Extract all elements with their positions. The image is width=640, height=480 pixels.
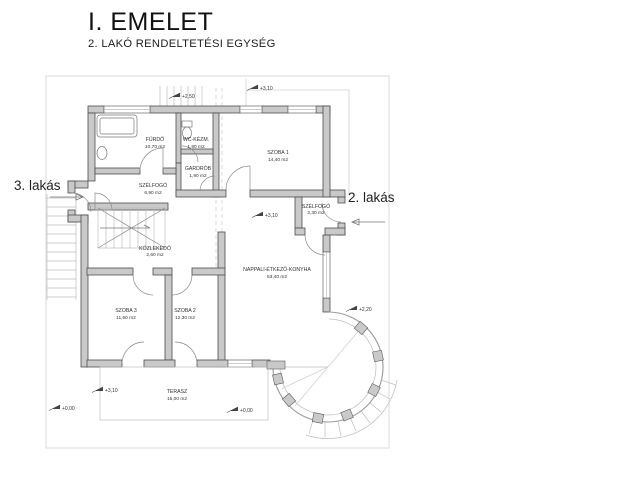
sink-icon xyxy=(96,146,108,160)
svg-text:10,70 m2: 10,70 m2 xyxy=(145,144,165,150)
room-labels: FÜRDŐ 10,70 m2 WC-KÉZM. 1,90 m2 GARDRÓB … xyxy=(115,136,330,402)
room-label-furdo: FÜRDŐ 10,70 m2 xyxy=(145,136,165,150)
room-label-szelfogo-1: SZÉLFOGÓ 6,90 m2 xyxy=(139,182,167,196)
svg-text:SZOBA 2: SZOBA 2 xyxy=(174,308,196,314)
doors xyxy=(71,145,342,365)
room-label-szelfogo-2: SZÉLFOGÓ 2,30 m2 xyxy=(302,203,330,216)
room-label-kozlekedo: KÖZLEKEDŐ 2,60 m2 xyxy=(139,245,171,258)
level-marker-icon: +2,20 xyxy=(345,305,372,313)
svg-text:KÖZLEKEDŐ: KÖZLEKEDŐ xyxy=(139,245,171,252)
svg-text:53,40 m2: 53,40 m2 xyxy=(267,274,287,280)
svg-text:15,00 m2: 15,00 m2 xyxy=(167,396,187,402)
svg-text:1,90 m2: 1,90 m2 xyxy=(189,173,207,179)
svg-text:+3,10: +3,10 xyxy=(265,213,278,219)
svg-text:GARDRÓB: GARDRÓB xyxy=(185,165,212,172)
entry-arrow-right-icon xyxy=(350,218,360,226)
svg-text:+0,00: +0,00 xyxy=(240,408,253,414)
page-subtitle: 2. LAKÓ RENDELTETÉSI EGYSÉG xyxy=(88,37,276,50)
level-marker-icon: +3,10 xyxy=(246,84,273,92)
page-title: I. EMELET xyxy=(88,8,213,36)
svg-text:SZOBA 1: SZOBA 1 xyxy=(267,150,289,156)
svg-text:2,30 m2: 2,30 m2 xyxy=(307,210,325,216)
svg-text:NAPPALI-ÉTKEZŐ-KONYHA: NAPPALI-ÉTKEZŐ-KONYHA xyxy=(243,266,311,273)
level-marker-icon: +2,50 xyxy=(168,92,195,100)
entrance-arrows xyxy=(50,193,385,226)
svg-text:SZOBA 3: SZOBA 3 xyxy=(115,308,137,314)
toilet-icon xyxy=(181,120,193,128)
fixtures xyxy=(94,114,193,211)
dimension-ticks xyxy=(159,86,203,106)
unit-label-3-lakas: 3. lakás xyxy=(14,178,61,193)
svg-text:+0,00: +0,00 xyxy=(62,406,75,412)
closet-icon xyxy=(94,192,113,211)
svg-text:14,40 m2: 14,40 m2 xyxy=(268,157,288,163)
unit-label-2-lakas: 2. lakás xyxy=(348,190,395,205)
svg-text:+2,50: +2,50 xyxy=(182,94,195,100)
svg-text:+3,10: +3,10 xyxy=(105,388,118,394)
level-marker-icon: +3,10 xyxy=(91,386,118,394)
windows xyxy=(103,105,331,368)
terrace-outline xyxy=(99,366,269,421)
room-label-terasz: TERASZ 15,00 m2 xyxy=(167,389,188,402)
svg-text:1,90 m2: 1,90 m2 xyxy=(187,144,205,150)
svg-text:TERASZ: TERASZ xyxy=(167,389,187,395)
svg-text:FÜRDŐ: FÜRDŐ xyxy=(146,136,164,143)
svg-text:11,60 m2: 11,60 m2 xyxy=(116,315,136,321)
room-label-szoba3: SZOBA 3 11,60 m2 xyxy=(115,308,137,321)
entry-arrow-left-icon xyxy=(75,193,85,201)
unit-labels: 3. lakás 2. lakás xyxy=(14,178,395,205)
room-label-wc: WC-KÉZM. 1,90 m2 xyxy=(183,136,209,150)
svg-text:6,90 m2: 6,90 m2 xyxy=(144,190,162,196)
svg-text:2,60 m2: 2,60 m2 xyxy=(146,252,164,258)
level-marker-icon: +0,00 xyxy=(48,404,75,412)
interior-stair xyxy=(97,207,166,249)
room-label-szoba2: SZOBA 2 12,30 m2 xyxy=(174,308,196,321)
room-label-gardrob: GARDRÓB 1,90 m2 xyxy=(185,165,212,179)
svg-text:SZÉLFOGÓ: SZÉLFOGÓ xyxy=(139,182,167,189)
walls xyxy=(67,105,346,368)
exterior-stair-left xyxy=(46,194,77,300)
svg-text:SZÉLFOGÓ: SZÉLFOGÓ xyxy=(302,203,330,210)
room-label-szoba1: SZOBA 1 14,40 m2 xyxy=(267,150,289,163)
svg-text:12,30 m2: 12,30 m2 xyxy=(175,315,195,321)
room-label-nappali: NAPPALI-ÉTKEZŐ-KONYHA 53,40 m2 xyxy=(243,266,311,280)
svg-text:+2,20: +2,20 xyxy=(359,307,372,313)
level-marker-icon: +3,10 xyxy=(251,211,278,219)
svg-text:WC-KÉZM.: WC-KÉZM. xyxy=(183,136,209,143)
svg-text:+3,10: +3,10 xyxy=(260,86,273,92)
level-marker-icon: +0,00 xyxy=(226,406,253,414)
spiral-stair xyxy=(255,311,398,439)
level-markers: +2,50 +3,10 +3,10 +2,20 +3,10 +0,00 +0,0… xyxy=(48,84,372,414)
